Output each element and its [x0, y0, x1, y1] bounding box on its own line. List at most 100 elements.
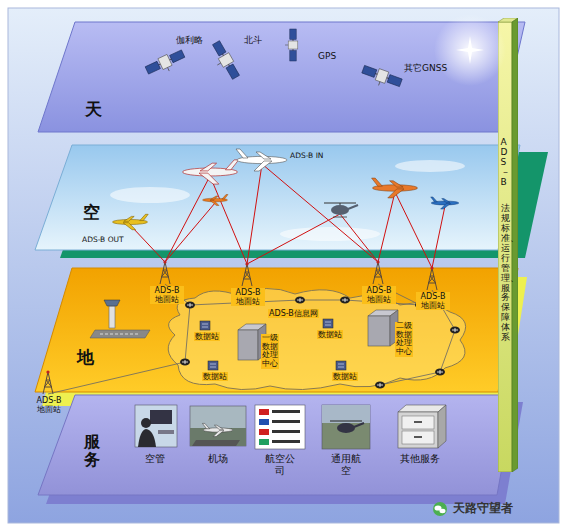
framework-bar: ADS－B法规标准、运行管理、服务保障体系 [498, 18, 518, 472]
satellite-label: 其它GNSS [404, 63, 447, 73]
satellite-label: GPS [318, 51, 336, 61]
general-aviation-picture-part [354, 423, 364, 427]
layer-shape [35, 145, 520, 250]
airport-icon-part [109, 306, 115, 328]
node-text: 数据站 [332, 372, 358, 381]
ground-towers-part [373, 260, 383, 284]
network-label: ADS-B信息网 [268, 309, 319, 318]
node-text: ADS-B 地面站 [231, 288, 265, 306]
aircraft-icons-part [183, 160, 239, 184]
layer-band: 天 [38, 22, 525, 132]
aircraft-label: ADS-B IN [290, 152, 323, 161]
info-network-part [375, 382, 385, 389]
layer-band: 服务空管机场航空公司通用航空其他服务 [38, 395, 515, 495]
satellite-icons-part [207, 40, 241, 83]
airport-picture-part [202, 423, 233, 436]
wechat-icon-part [440, 509, 446, 513]
bar-shape-part [498, 22, 512, 472]
aircraft-icons-part [113, 214, 149, 229]
layer-shape [35, 268, 518, 392]
airline-picture-part [259, 419, 269, 425]
sky-clouds-part [395, 160, 465, 172]
cabinet-picture-part [414, 436, 422, 438]
info-network-part [208, 361, 218, 370]
airline-picture-part [272, 440, 300, 443]
info-network-part [295, 297, 305, 304]
info-network-part [185, 302, 195, 309]
watermark: 天路守望者 [453, 502, 513, 516]
airline-picture [255, 405, 305, 449]
info-network-part [380, 372, 440, 385]
airline-picture-part [259, 429, 269, 435]
ground-station: ADS-B 地面站 [32, 396, 66, 414]
node-text: 空管 [145, 453, 165, 465]
service-item: 空管 [130, 405, 180, 417]
satellite-icons-part [285, 29, 298, 61]
label-holder: GPS [318, 51, 336, 61]
airport-picture-part [190, 428, 246, 446]
service-item: 其他服务 [393, 405, 447, 417]
back-layer [46, 402, 523, 504]
aircraft-icons-part [203, 195, 229, 206]
info-network-part [435, 369, 445, 376]
node-text: 其他服务 [400, 453, 440, 465]
ground-station: ADS-B 地面站 [362, 286, 396, 304]
node-text: 数据站 [194, 332, 220, 341]
node-text: 数据站 [317, 330, 343, 339]
processing-building-part [238, 330, 258, 360]
general-aviation-picture-part [337, 423, 355, 433]
back-layer [60, 152, 548, 258]
aircraft-icons-part [372, 178, 418, 198]
info-network-part [336, 361, 346, 370]
node-text: 服务 [84, 433, 100, 468]
service-item: 通用航空 [321, 405, 371, 428]
cabinet-picture-part [398, 405, 446, 412]
datalink-lines-part [165, 203, 215, 262]
atc-picture [135, 405, 177, 447]
label-holder: ADS-B信息网 [268, 309, 319, 318]
sun-glow-part [456, 36, 484, 64]
label-holder: ADS-B IN [290, 152, 323, 161]
helicopter-icon-part [333, 217, 347, 218]
satellite-icons-part [360, 64, 403, 93]
general-aviation-picture-part [322, 405, 370, 423]
atc-picture-part [158, 430, 174, 434]
general-aviation-picture-part [322, 405, 370, 449]
service-item: 机场 [190, 405, 246, 417]
datalink-lines [132, 164, 445, 268]
node-text: ADS-B 地面站 [32, 396, 66, 414]
node-text: 通用航空 [329, 453, 363, 476]
cabinet-picture [398, 405, 446, 448]
label-holder: 伽利略 [176, 35, 203, 45]
satellite-label: 伽利略 [176, 35, 203, 45]
service-pictures [135, 405, 446, 449]
processing-center: 一级数据处理中心 [261, 334, 279, 369]
layer-band: 地ADS-B 地面站ADS-B 地面站ADS-B 地面站ADS-B 地面站ADS… [35, 268, 518, 392]
layer-plane [38, 395, 515, 495]
datalink-lines-part [210, 176, 247, 264]
node-text: 二级数据处理中心 [395, 322, 413, 357]
ground-towers-part [160, 260, 170, 284]
aircraft-label: ADS-B OUT [82, 236, 124, 245]
layer-shape [38, 22, 525, 132]
info-network-part [450, 327, 460, 334]
ground-station: ADS-B 地面站 [416, 292, 450, 310]
ground-station: ADS-B 地面站 [231, 288, 265, 306]
label-holder: 北斗 [244, 35, 262, 45]
helicopter-icon-part [331, 205, 349, 215]
airport-icon-part [100, 334, 140, 335]
satellite-icons-part [144, 48, 187, 79]
helicopter-icon-part [348, 205, 358, 209]
bar-shape-part [512, 18, 518, 472]
datalink-lines-part [247, 164, 262, 264]
info-network-part [200, 321, 210, 330]
layer-plane [38, 22, 525, 132]
airline-picture-part [272, 410, 300, 413]
data-station: 数据站 [200, 372, 230, 381]
label-holder: 天路守望者 [453, 502, 513, 516]
info-network-part [168, 288, 465, 389]
layer-plane [35, 145, 520, 250]
airport-icon [90, 300, 150, 338]
satellite-icons [144, 29, 403, 92]
